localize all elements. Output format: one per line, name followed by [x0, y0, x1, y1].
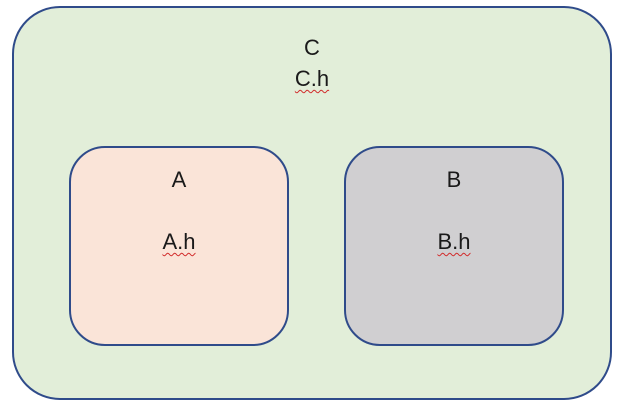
container-c-file: C.h: [294, 66, 330, 91]
component-b-file: B.h: [437, 229, 471, 254]
container-c-file-line: C.h: [14, 66, 610, 92]
component-b-name: B: [446, 167, 462, 192]
component-b-file-line: B.h: [346, 229, 562, 255]
component-a: A A.h: [69, 146, 289, 346]
container-c-name: C: [304, 35, 320, 60]
component-a-name: A: [171, 167, 187, 192]
component-a-file-line: A.h: [71, 229, 287, 255]
component-a-file: A.h: [162, 229, 196, 254]
component-b: B B.h: [344, 146, 564, 346]
